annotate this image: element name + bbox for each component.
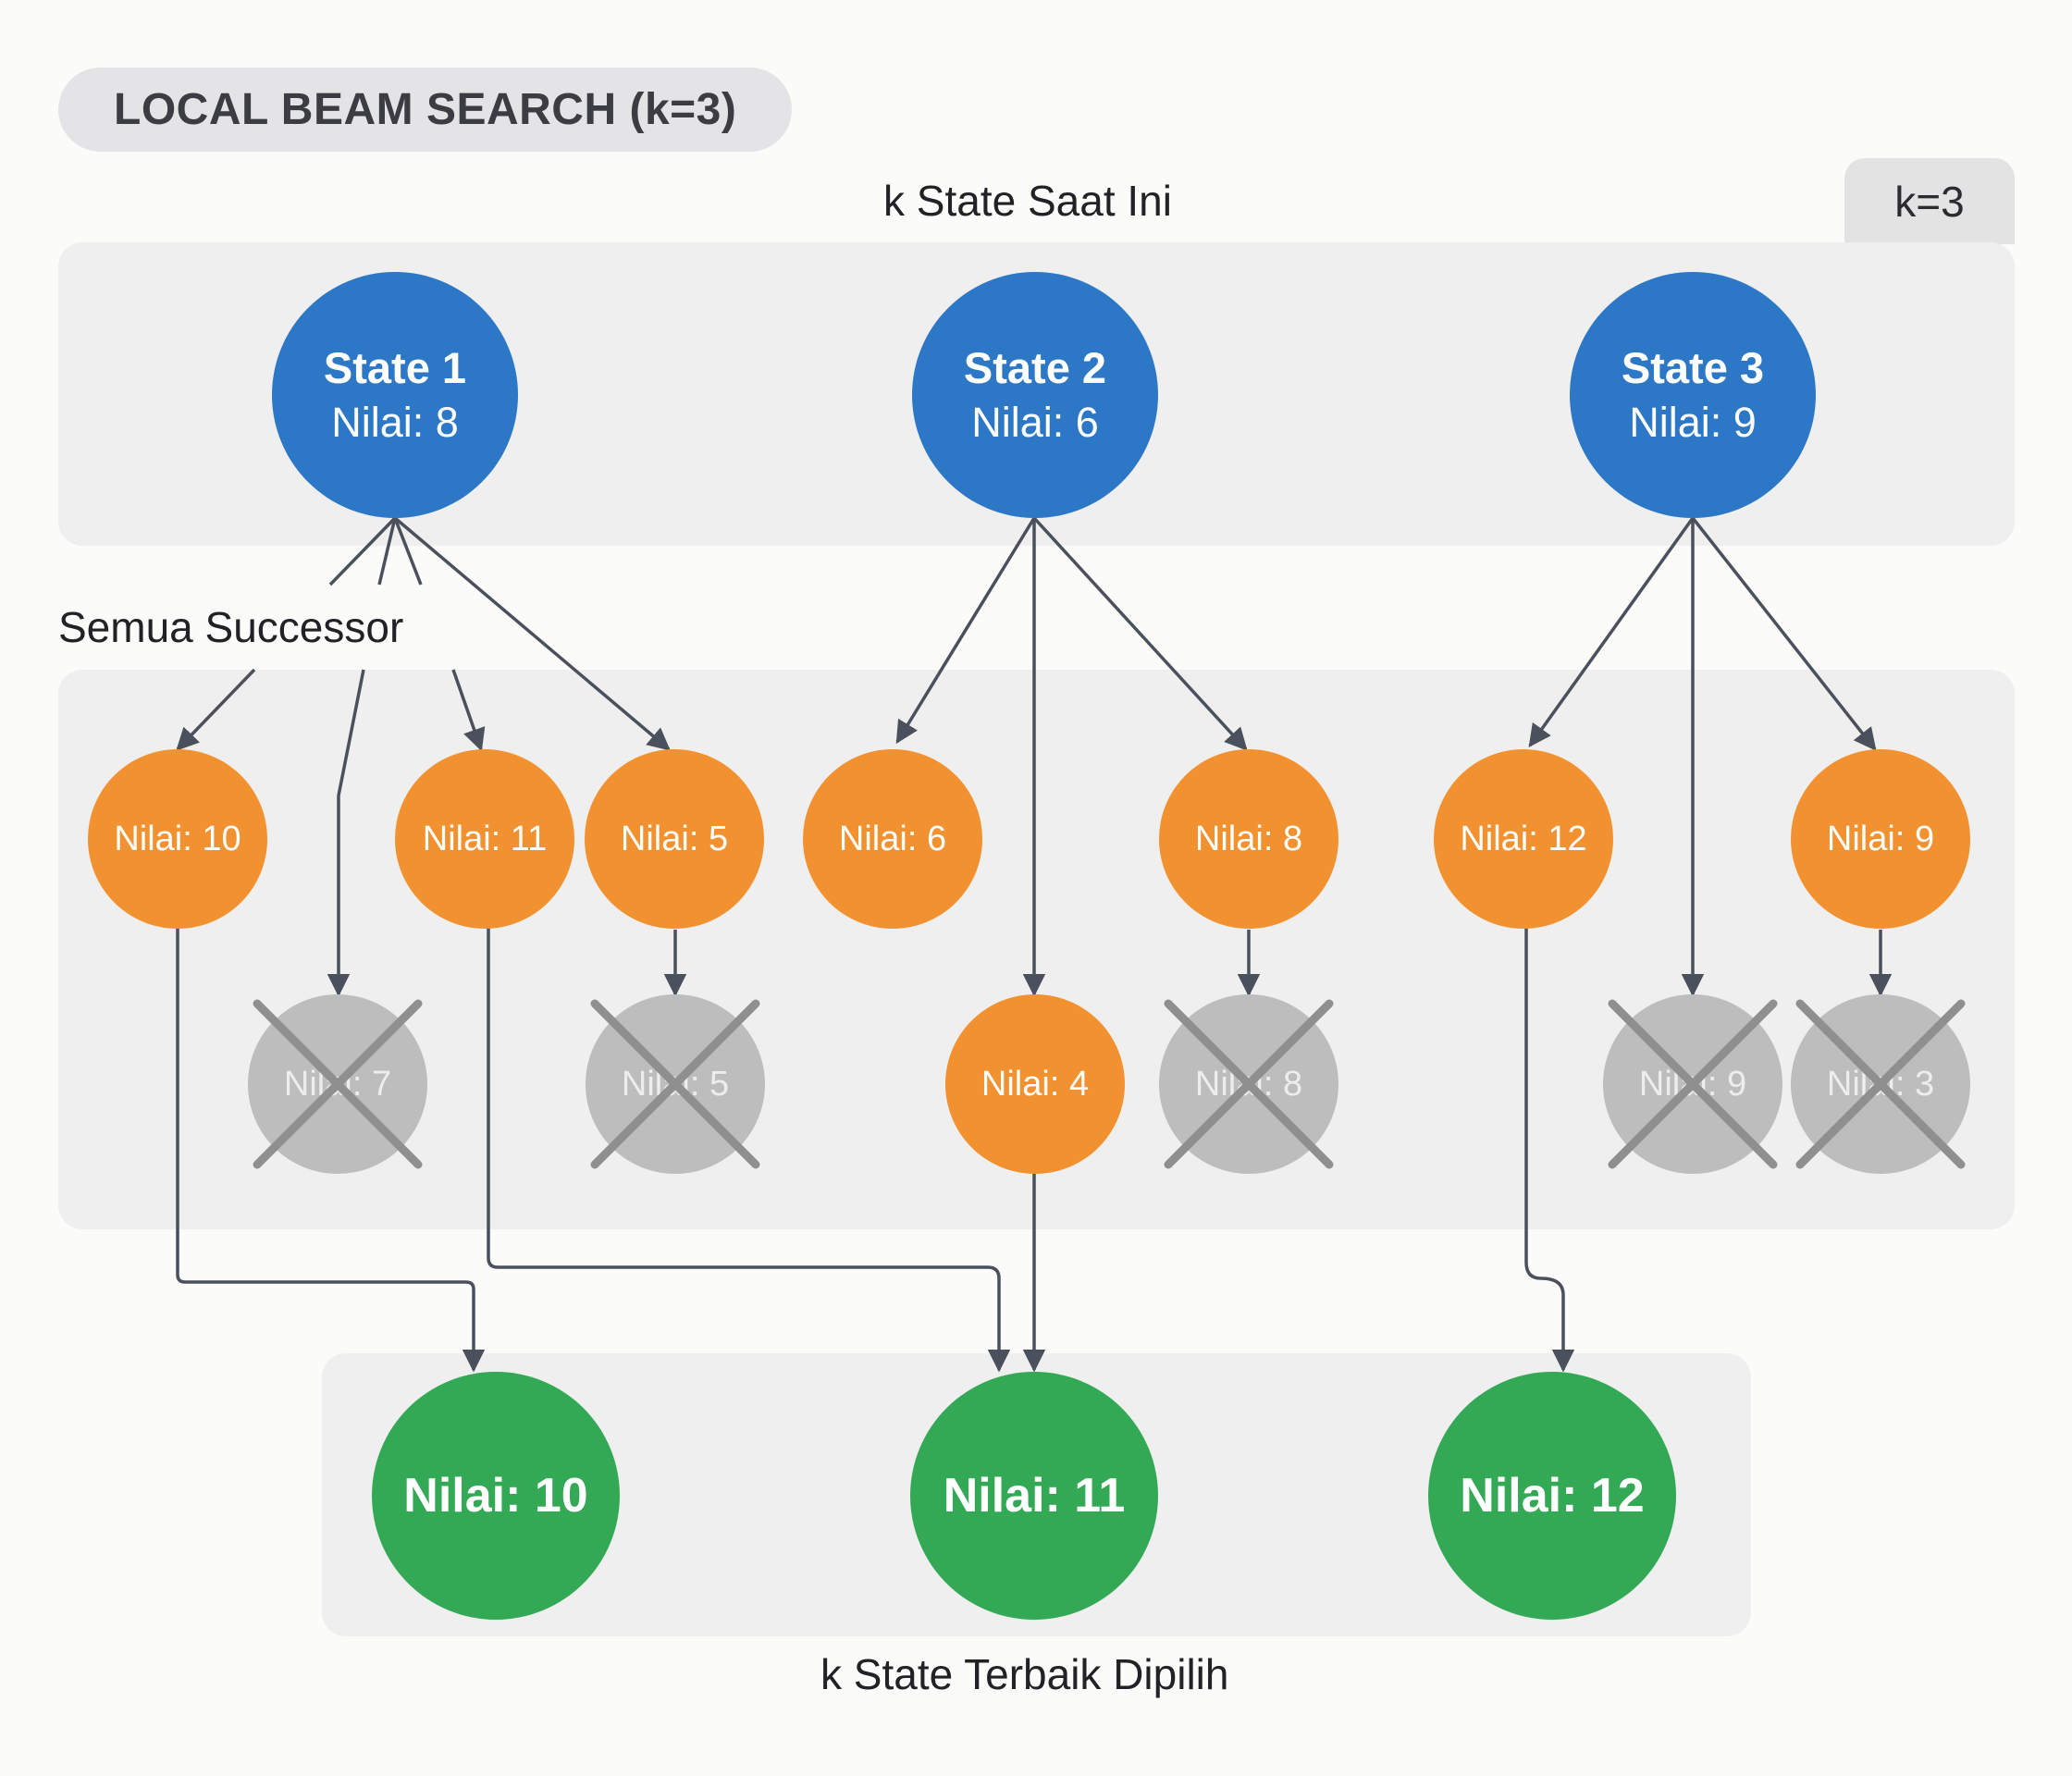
pruned-node: Nilai: 7	[248, 994, 427, 1174]
selected-state-2: Nilai: 11	[910, 1372, 1158, 1620]
edge-s3-to-n12	[1528, 516, 1695, 747]
state-name: State 1	[323, 343, 467, 392]
current-state-3: State 3 Nilai: 9	[1570, 272, 1816, 518]
pruned-node: Nilai: 3	[1791, 994, 1970, 1174]
edge-s2-to-n8	[1032, 516, 1248, 751]
state-value: Nilai: 9	[1629, 399, 1757, 446]
edge-s3-to-n9	[1691, 516, 1877, 751]
edge-s1-to-n7	[327, 669, 365, 997]
edge-s1-fan-b	[377, 517, 397, 586]
successor-node: Nilai: 9	[1791, 749, 1970, 929]
successor-node: Nilai: 12	[1434, 749, 1613, 929]
edge-n12-to-best12	[1524, 928, 1575, 1373]
edge-s1-fan-c	[393, 517, 423, 586]
cross-icon	[1608, 999, 1778, 1169]
cross-icon	[1795, 999, 1966, 1169]
successor-node: Nilai: 4	[945, 994, 1125, 1174]
cross-icon	[253, 999, 423, 1169]
current-state-1: State 1 Nilai: 8	[272, 272, 518, 518]
state-value: Nilai: 8	[331, 399, 459, 446]
edge-s1-to-n10	[176, 668, 256, 751]
selected-states-label: k State Terbaik Dipilih	[820, 1650, 1229, 1698]
successor-node: Nilai: 8	[1159, 749, 1338, 929]
state-name: State 2	[963, 343, 1107, 392]
edge-s1-to-n5	[393, 516, 671, 751]
state-value: Nilai: 6	[971, 399, 1099, 446]
cross-icon	[1164, 999, 1334, 1169]
title-badge: LOCAL BEAM SEARCH (k=3)	[58, 68, 792, 152]
state-name: State 3	[1621, 343, 1765, 392]
pruned-node: Nilai: 9	[1603, 994, 1782, 1174]
edge-n10-to-best10	[176, 928, 486, 1373]
selected-state-3: Nilai: 12	[1428, 1372, 1676, 1620]
successor-node: Nilai: 10	[88, 749, 267, 929]
edge-s1-fan-a	[328, 516, 397, 586]
successors-label: Semua Successor	[58, 603, 404, 651]
edge-s2-to-n6	[895, 517, 1036, 745]
successor-node: Nilai: 11	[395, 749, 574, 929]
selected-state-1: Nilai: 10	[372, 1372, 620, 1620]
current-state-2: State 2 Nilai: 6	[912, 272, 1158, 518]
diagram-title: LOCAL BEAM SEARCH (k=3)	[114, 85, 737, 134]
successor-node: Nilai: 6	[803, 749, 982, 929]
cross-icon	[590, 999, 760, 1169]
edge-n11-to-best11	[487, 928, 1011, 1373]
k-value-tab: k=3	[1844, 158, 2015, 244]
pruned-node: Nilai: 5	[586, 994, 765, 1174]
pruned-node: Nilai: 8	[1159, 994, 1338, 1174]
current-states-label: k State Saat Ini	[883, 177, 1172, 225]
edge-s1-to-n11	[451, 669, 486, 752]
successor-node: Nilai: 5	[585, 749, 764, 929]
